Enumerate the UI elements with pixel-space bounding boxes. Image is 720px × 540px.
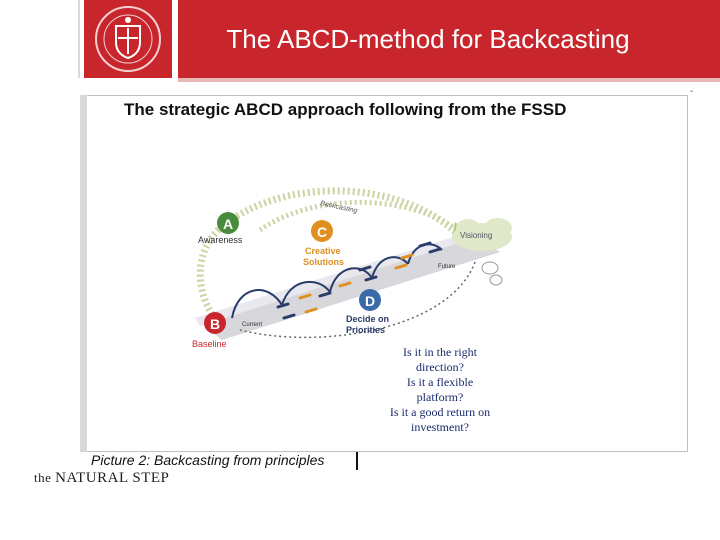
- question-line-1: Is it in the right: [403, 345, 478, 359]
- circle-d: [359, 289, 381, 311]
- question-line-2: direction?: [416, 360, 464, 374]
- step-arc-2: [281, 280, 331, 306]
- figure-caption: Picture 2: Backcasting from principles: [91, 452, 325, 468]
- brand-prefix: the: [34, 470, 52, 485]
- natural-step-brand: the NATURAL STEP: [34, 470, 169, 487]
- circle-a: [217, 212, 239, 234]
- letter-c: C: [317, 224, 327, 240]
- step-arc-4: [371, 256, 409, 279]
- dash-mark: -: [690, 86, 694, 97]
- question-block: Is it in the right direction? Is it a fl…: [390, 345, 490, 434]
- university-seal-icon: [95, 6, 161, 72]
- label-baseline: Baseline: [192, 339, 227, 349]
- visioning-cloud: [452, 218, 512, 286]
- backcast-arrow-outer: [196, 187, 458, 321]
- label-current: Current: [242, 322, 262, 328]
- label-creative: Creative: [305, 246, 341, 256]
- question-line-4: platform?: [417, 390, 464, 404]
- letter-a: A: [223, 216, 233, 232]
- circle-c: [311, 220, 333, 242]
- backcast-arrow-inner: [258, 199, 457, 233]
- label-priorities: Priorities: [346, 325, 385, 335]
- platform-band: [195, 232, 500, 340]
- letter-d: D: [365, 293, 375, 309]
- question-line-6: investment?: [411, 420, 469, 434]
- label-future: Future: [438, 264, 456, 270]
- letter-b: B: [210, 316, 220, 332]
- page-title: The ABCD-method for Backcasting: [226, 24, 630, 54]
- question-line-5: Is it a good return on: [390, 405, 490, 419]
- label-decide: Decide on: [346, 314, 389, 324]
- label-awareness: Awareness: [198, 235, 243, 245]
- text-cursor: [356, 452, 358, 470]
- label-solutions: Solutions: [303, 257, 344, 267]
- step-arc-1: [231, 289, 283, 319]
- header-left-strip: [0, 0, 84, 82]
- label-visioning: Visioning: [460, 231, 492, 240]
- brand-word-step: STEP: [132, 470, 170, 486]
- question-line-3: Is it a flexible: [407, 375, 473, 389]
- side-rule: [78, 0, 80, 78]
- university-logo: [84, 0, 172, 78]
- brand-word-natural: NATURAL: [55, 470, 129, 486]
- circle-b: [204, 312, 226, 334]
- header-bar: [178, 0, 720, 82]
- figure-title: The strategic ABCD approach following fr…: [124, 100, 567, 119]
- figure-left-bar: [80, 95, 87, 452]
- label-backcasting: Backcasting: [320, 200, 358, 215]
- step-arc-3: [329, 267, 373, 293]
